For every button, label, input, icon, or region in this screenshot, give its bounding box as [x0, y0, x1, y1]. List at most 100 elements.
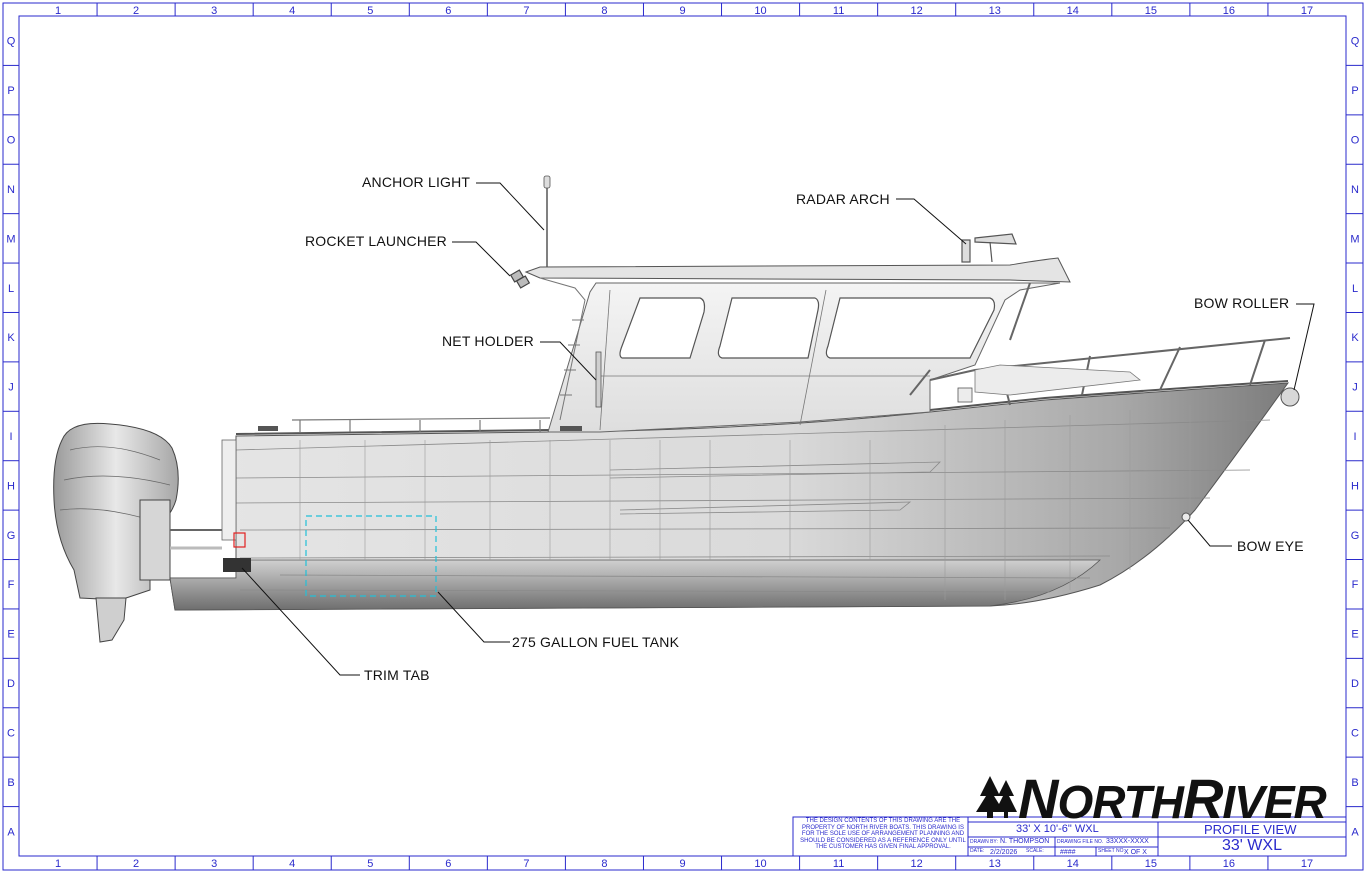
- column-label-bottom: 13: [989, 858, 1001, 870]
- row-label-right: F: [1352, 579, 1359, 591]
- column-label-top: 1: [55, 5, 61, 17]
- row-label-left: A: [7, 826, 15, 838]
- trim-tab-marker: [233, 532, 246, 548]
- sheet-label: SHEET NO.: [1098, 848, 1125, 854]
- row-label-right: H: [1351, 480, 1359, 492]
- cabin-windows: [619, 297, 996, 359]
- outboard-leg: [95, 597, 127, 643]
- sheet-number: X OF X: [1124, 849, 1147, 856]
- cabin-ladder: [539, 277, 586, 421]
- outboard-bracket: [139, 499, 171, 581]
- column-label-bottom: 8: [601, 858, 607, 870]
- logo-trees-icon: [976, 776, 1017, 818]
- row-label-right: E: [1351, 629, 1358, 641]
- column-label-bottom: 1: [55, 858, 61, 870]
- row-label-left: N: [7, 184, 15, 196]
- row-label-left: M: [6, 233, 15, 245]
- transom: [221, 439, 237, 541]
- date-label: DATE:: [970, 848, 985, 854]
- column-label-bottom: 3: [211, 858, 217, 870]
- column-label-top: 16: [1223, 5, 1235, 17]
- callout-fuel-tank: 275 GALLON FUEL TANK: [512, 634, 680, 650]
- column-label-bottom: 4: [289, 858, 295, 870]
- rocket-launcher: [509, 269, 531, 289]
- boat-profile: [53, 175, 1300, 643]
- row-label-left: O: [7, 135, 16, 147]
- column-label-top: 9: [679, 5, 685, 17]
- column-label-top: 17: [1301, 5, 1313, 17]
- row-label-left: I: [9, 431, 12, 443]
- bow-roller: [1280, 387, 1300, 407]
- column-label-top: 11: [833, 5, 844, 17]
- date: 2/2/2026: [990, 849, 1018, 856]
- hardtop-roof: [524, 257, 1071, 283]
- row-label-right: L: [1352, 283, 1358, 295]
- trim-tab-bracket: [223, 558, 251, 572]
- column-label-bottom: 7: [523, 858, 529, 870]
- callout-bow-roller: BOW ROLLER: [1194, 295, 1290, 311]
- net-holder: [595, 351, 602, 408]
- logo-text-iver: IVER: [1222, 776, 1326, 828]
- row-label-right: O: [1351, 135, 1360, 147]
- column-label-bottom: 11: [833, 858, 844, 870]
- view-title: PROFILE VIEW: [1204, 822, 1297, 837]
- row-label-right: A: [1351, 826, 1359, 838]
- drawn-by-label: DRAWN BY:: [970, 839, 998, 845]
- row-label-right: D: [1351, 678, 1359, 690]
- callout-net-holder: NET HOLDER: [442, 333, 534, 349]
- column-label-top: 2: [133, 5, 139, 17]
- row-label-right: K: [1351, 332, 1359, 344]
- row-label-right: C: [1351, 727, 1359, 739]
- row-label-left: Q: [7, 36, 16, 48]
- drawn-by: N. THOMPSON: [1000, 838, 1050, 845]
- callout-anchor-light: ANCHOR LIGHT: [362, 174, 471, 190]
- row-label-left: G: [7, 530, 16, 542]
- row-label-left: F: [8, 579, 15, 591]
- row-label-right: G: [1351, 530, 1360, 542]
- arch-support: [1009, 282, 1031, 341]
- scale-label: SCALE:: [1026, 848, 1044, 854]
- column-label-bottom: 16: [1223, 858, 1235, 870]
- column-label-bottom: 17: [1301, 858, 1313, 870]
- logo-text-orth: ORTH: [1057, 776, 1183, 828]
- hull-side: [169, 382, 1290, 611]
- hull-strakes: [235, 419, 1271, 593]
- zone-ticks: [3, 3, 1363, 870]
- zone-labels: 1122334455667788991010111112121313141415…: [6, 5, 1359, 870]
- column-label-top: 13: [989, 5, 1001, 17]
- cabin-cleat: [560, 426, 582, 431]
- column-label-bottom: 9: [679, 858, 685, 870]
- scale: ####: [1060, 849, 1076, 856]
- northriver-logo: NORTHRIVER: [1018, 766, 1327, 831]
- row-label-right: M: [1350, 233, 1359, 245]
- row-label-right: I: [1353, 431, 1356, 443]
- column-label-top: 7: [523, 5, 529, 17]
- callout-bow-eye: BOW EYE: [1237, 538, 1304, 554]
- row-label-left: B: [7, 777, 14, 789]
- row-label-left: C: [7, 727, 15, 739]
- leader-lines: [241, 182, 1315, 676]
- column-label-bottom: 5: [367, 858, 373, 870]
- radar-arch: [961, 233, 1017, 263]
- row-label-left: K: [7, 332, 15, 344]
- column-label-bottom: 6: [445, 858, 451, 870]
- bow-eye: [1181, 512, 1191, 522]
- boat-size: 33' X 10'-6" WXL: [1016, 823, 1099, 835]
- row-label-right: B: [1351, 777, 1358, 789]
- row-label-left: J: [8, 382, 14, 394]
- row-label-left: H: [7, 480, 15, 492]
- callout-radar-arch: RADAR ARCH: [796, 191, 890, 207]
- anchor-light: [543, 175, 551, 189]
- column-label-top: 4: [289, 5, 295, 17]
- callout-trim-tab: TRIM TAB: [364, 667, 430, 683]
- column-label-top: 15: [1145, 5, 1157, 17]
- logo-letter-n: N: [1018, 767, 1058, 830]
- bow-hatch: [974, 364, 1141, 396]
- column-label-bottom: 2: [133, 858, 139, 870]
- cabin-door: [599, 289, 930, 431]
- column-label-bottom: 10: [754, 858, 766, 870]
- drawing-file: 33XXX-XXXX: [1106, 838, 1149, 845]
- title-block-frame: [792, 816, 1347, 857]
